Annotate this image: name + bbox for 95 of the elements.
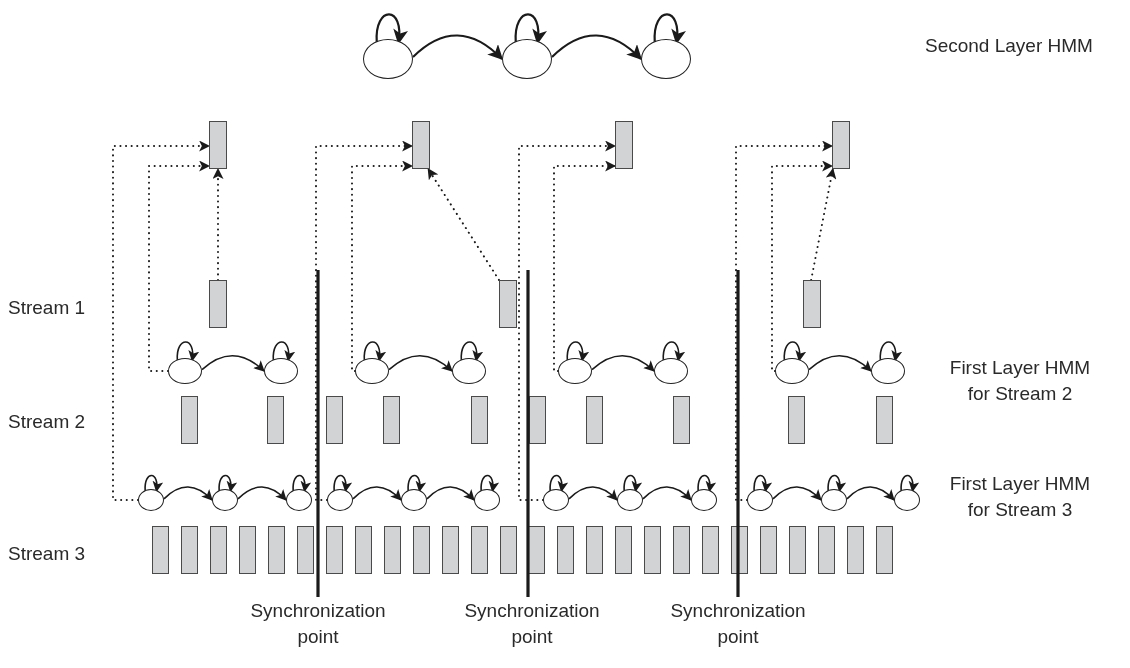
transition-arrow [568,486,618,501]
diagram-label: Synchronization point [463,599,601,649]
diagram-label: Stream 1 [8,296,87,320]
feature-bar [499,280,517,328]
feature-bar [557,526,574,574]
feature-bar [586,526,603,574]
feature-bar [818,526,835,574]
transition-arrow [772,486,822,501]
dotted-arrow [315,140,414,501]
state-circle [138,489,164,511]
feature-bar [412,121,430,169]
feature-bar [326,526,343,574]
dotted-arrow [148,160,211,372]
state-circle [558,358,592,384]
state-circle [212,489,238,511]
feature-bar [586,396,603,444]
feature-bar [876,526,893,574]
transition-arrow [591,354,655,372]
transition-arrow [846,486,895,501]
transition-arrow [412,34,504,61]
state-circle [355,358,389,384]
feature-bar [413,526,430,574]
dotted-arrow [735,140,834,501]
state-circle [617,489,643,511]
state-circle [401,489,427,511]
state-circle [327,489,353,511]
feature-bar [210,526,227,574]
feature-bar [181,526,198,574]
state-circle [502,39,552,79]
diagram-label: Stream 3 [8,542,87,566]
feature-bar [442,526,459,574]
feature-bar [644,526,661,574]
feature-bar [847,526,864,574]
feature-bar [788,396,805,444]
feature-bar [152,526,169,574]
dotted-arrow [771,160,834,372]
feature-bar [760,526,777,574]
diagram-label: Synchronization point [669,599,807,649]
transition-arrow [201,354,265,372]
dotted-arrow [427,168,500,281]
dotted-arrow [112,140,211,501]
feature-bar [789,526,806,574]
feature-bar [803,280,821,328]
feature-bar [384,526,401,574]
state-circle [654,358,688,384]
diagram-label: Synchronization point [249,599,387,649]
feature-bar [673,526,690,574]
transition-arrow [808,354,872,372]
feature-bar [326,396,343,444]
state-circle [747,489,773,511]
feature-bar [181,396,198,444]
diagram-label: First Layer HMM for Stream 3 [948,472,1092,522]
feature-bar [355,526,372,574]
feature-bar [702,526,719,574]
feature-bar [615,526,632,574]
feature-bar [383,396,400,444]
diagram-label: First Layer HMM for Stream 2 [948,356,1092,406]
transition-arrow [388,354,453,372]
state-circle [363,39,413,79]
state-circle [452,358,486,384]
transition-arrow [551,34,643,61]
feature-bar [239,526,256,574]
transition-arrow [237,486,287,501]
feature-bar [209,121,227,169]
feature-bar [209,280,227,328]
state-circle [775,358,809,384]
state-circle [168,358,202,384]
transition-arrow [352,486,402,501]
state-circle [543,489,569,511]
feature-bar [876,396,893,444]
diagram-label: Stream 2 [8,410,87,434]
state-circle [821,489,847,511]
feature-bar [267,396,284,444]
state-circle [641,39,691,79]
state-circle [871,358,905,384]
state-circle [894,489,920,511]
feature-bar [297,526,314,574]
dotted-arrow [518,140,617,501]
dotted-arrow [553,160,617,372]
feature-bar [673,396,690,444]
feature-bar [268,526,285,574]
dotted-arrow [351,160,414,372]
diagram-label: Second Layer HMM [925,34,1094,58]
feature-bar [471,396,488,444]
transition-arrow [642,486,692,501]
transition-arrow [426,486,475,501]
state-circle [691,489,717,511]
transition-arrow [163,486,213,501]
feature-bar [471,526,488,574]
state-circle [286,489,312,511]
feature-bar [500,526,517,574]
feature-bar [615,121,633,169]
feature-bar [832,121,850,169]
state-circle [474,489,500,511]
state-circle [264,358,298,384]
